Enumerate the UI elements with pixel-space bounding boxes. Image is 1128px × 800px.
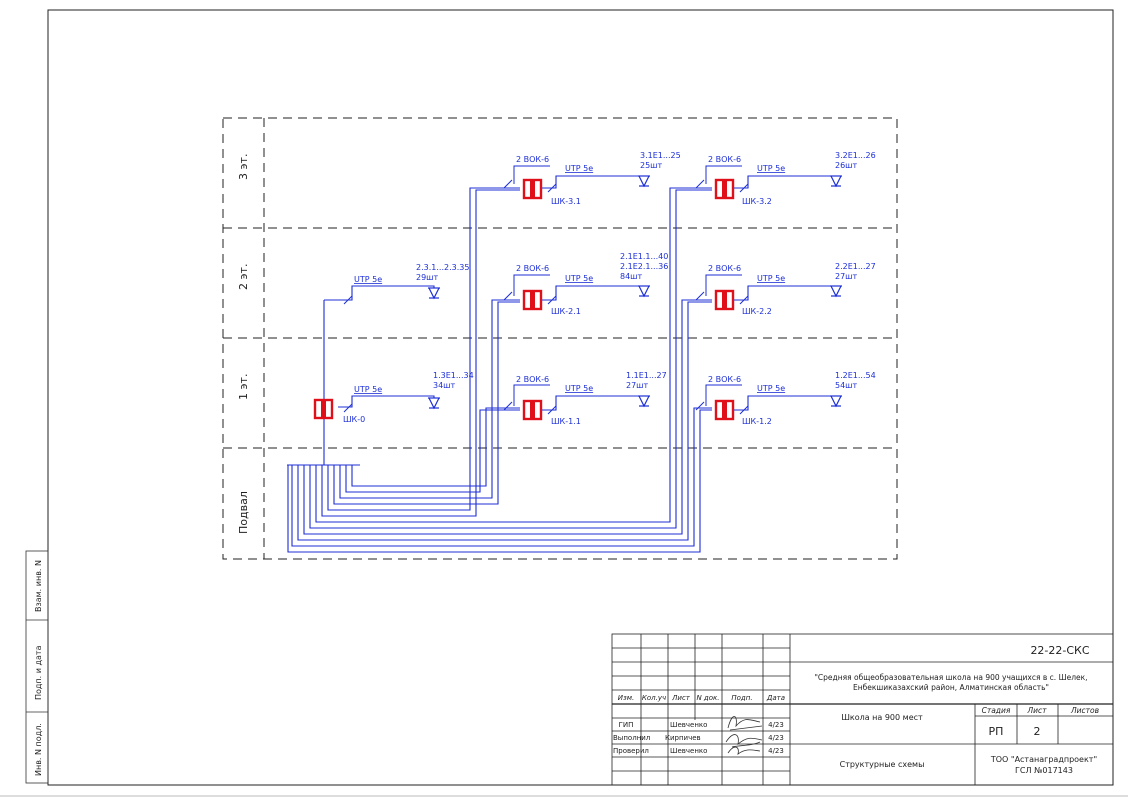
group-g22: UTP 5e 2.2E1...27 27шт [757,262,876,297]
cabinet-sk21-feed: 2 ВОК-6 [516,264,549,273]
col-podp: Подп. [731,694,752,702]
group-g12-count: 54шт [835,381,858,390]
col-izm: Изм. [618,694,634,702]
cabinet-sk31-feed: 2 ВОК-6 [516,155,549,164]
sheet-name: Структурные схемы [840,760,925,769]
group-g11: UTP 5e 1.1E1...27 27шт [565,371,667,407]
side-podp-label: Подп. и дата [34,645,43,700]
group-g2a-count: 29шт [416,273,439,282]
side-vzam-label: Взам. инв. N [34,560,43,612]
cabinet-sk0: ШК-0 [313,285,435,424]
signature-marks [725,716,763,755]
group-g32: UTP 5e 3.2E1...26 26шт [757,151,876,187]
floor-label-3: 3 эт. [237,154,250,180]
project-code: 22-22-СКС [1030,644,1089,657]
group-g21: UTP 5e 2.1E1.1...40 2.1E2.1...36 84шт [565,252,668,297]
stage-header: Стадия [982,706,1011,715]
cabinet-sk32-feed: 2 ВОК-6 [708,155,741,164]
group-g21-cable: UTP 5e [565,274,593,283]
group-g31: UTP 5e 3.1E1...25 25шт [565,151,681,187]
group-g21-range-1: 2.1E1.1...40 [620,252,668,261]
name-executor: Кирпичев [665,734,701,742]
group-g12: UTP 5e 1.2E1...54 54шт [757,371,876,407]
group-g12-cable: UTP 5e [757,384,785,393]
group-g32-count: 26шт [835,161,858,170]
role-checker: Проверил [613,747,649,755]
title-block [611,633,1114,786]
trunk-cables [287,187,712,553]
sheets-header: Листов [1070,706,1099,715]
organization-name: ТОО "Астанаградпроект" [990,755,1097,764]
cabinet-sk11: 2 ВОК-6 ШК-1.1 [503,375,644,426]
group-g22-cable: UTP 5e [757,274,785,283]
floor-label-basement: Подвал [237,491,250,534]
cabinet-sk21: 2 ВОК-6 ШК-2.1 [503,264,644,316]
group-g1a: UTP 5e 1.3E1...34 34шт [354,371,474,409]
group-g11-range: 1.1E1...27 [626,371,667,380]
group-g12-range: 1.2E1...54 [835,371,876,380]
group-g2a: UTP 5e 2.3.1...2.3.35 29шт [354,263,469,299]
cabinet-sk11-label: ШК-1.1 [551,417,581,426]
role-gip: ГИП [619,721,634,729]
cabinet-sk12: 2 ВОК-6 ШК-1.2 [695,375,836,426]
group-g21-count: 84шт [620,272,643,281]
floor-label-1: 1 эт. [237,374,250,400]
sheet-header: Лист [1026,706,1047,715]
sheet-frame [47,9,1114,786]
group-g21-range-2: 2.1E2.1...36 [620,262,668,271]
sheet-number: 2 [1034,725,1041,738]
cabinet-sk31-label: ШК-3.1 [551,197,581,206]
cabinet-sk22-label: ШК-2.2 [742,307,772,316]
cabinet-sk31: 2 ВОК-6 ШК-3.1 [503,155,644,206]
group-g22-range: 2.2E1...27 [835,262,876,271]
side-stamp: Взам. инв. N Подп. и дата Инв. N подл. [25,550,49,784]
cabinet-sk12-feed: 2 ВОК-6 [708,375,741,384]
cabinet-sk22-feed: 2 ВОК-6 [708,264,741,273]
floor-grid [222,117,898,560]
group-g1a-cable: UTP 5e [354,385,382,394]
group-g1a-count: 34шт [433,381,456,390]
group-g31-range: 3.1E1...25 [640,151,681,160]
col-ndok: N док. [696,694,719,702]
group-g11-count: 27шт [626,381,649,390]
group-g32-cable: UTP 5e [757,164,785,173]
role-executor: Выполнил [613,734,650,742]
cabinet-sk22: 2 ВОК-6 ШК-2.2 [695,264,836,316]
name-checker: Шевченко [670,747,707,755]
group-g2a-cable: UTP 5e [354,275,382,284]
floor-label-2: 2 эт. [237,264,250,290]
group-g11-cable: UTP 5e [565,384,593,393]
name-gip: Шевченко [670,721,707,729]
project-name-line1: "Средняя общеобразовательная школа на 90… [814,673,1087,682]
cabinet-sk11-feed: 2 ВОК-6 [516,375,549,384]
side-inv-label: Инв. N подл. [34,723,43,776]
cabinet-sk32-label: ШК-3.2 [742,197,772,206]
date-checker: 4/23 [768,747,784,755]
group-g32-range: 3.2E1...26 [835,151,876,160]
group-g2a-range: 2.3.1...2.3.35 [416,263,469,272]
group-g22-count: 27шт [835,272,858,281]
group-g1a-range: 1.3E1...34 [433,371,474,380]
group-g31-cable: UTP 5e [565,164,593,173]
object-name: Школа на 900 мест [841,713,923,722]
cabinet-sk32: 2 ВОК-6 ШК-3.2 [695,155,836,206]
col-koluch: Кол.уч [642,694,666,702]
col-list: Лист [671,694,691,702]
stage-value: РП [989,725,1004,738]
cabinet-sk21-label: ШК-2.1 [551,307,581,316]
group-g31-count: 25шт [640,161,663,170]
organization-license: ГСЛ №017143 [1015,766,1073,775]
cabinet-sk0-label: ШК-0 [343,415,365,424]
col-date: Дата [766,694,785,702]
cabinet-sk12-label: ШК-1.2 [742,417,772,426]
date-gip: 4/23 [768,721,784,729]
project-name-line2: Енбекшиказахский район, Алматинская обла… [853,683,1049,692]
date-executor: 4/23 [768,734,784,742]
